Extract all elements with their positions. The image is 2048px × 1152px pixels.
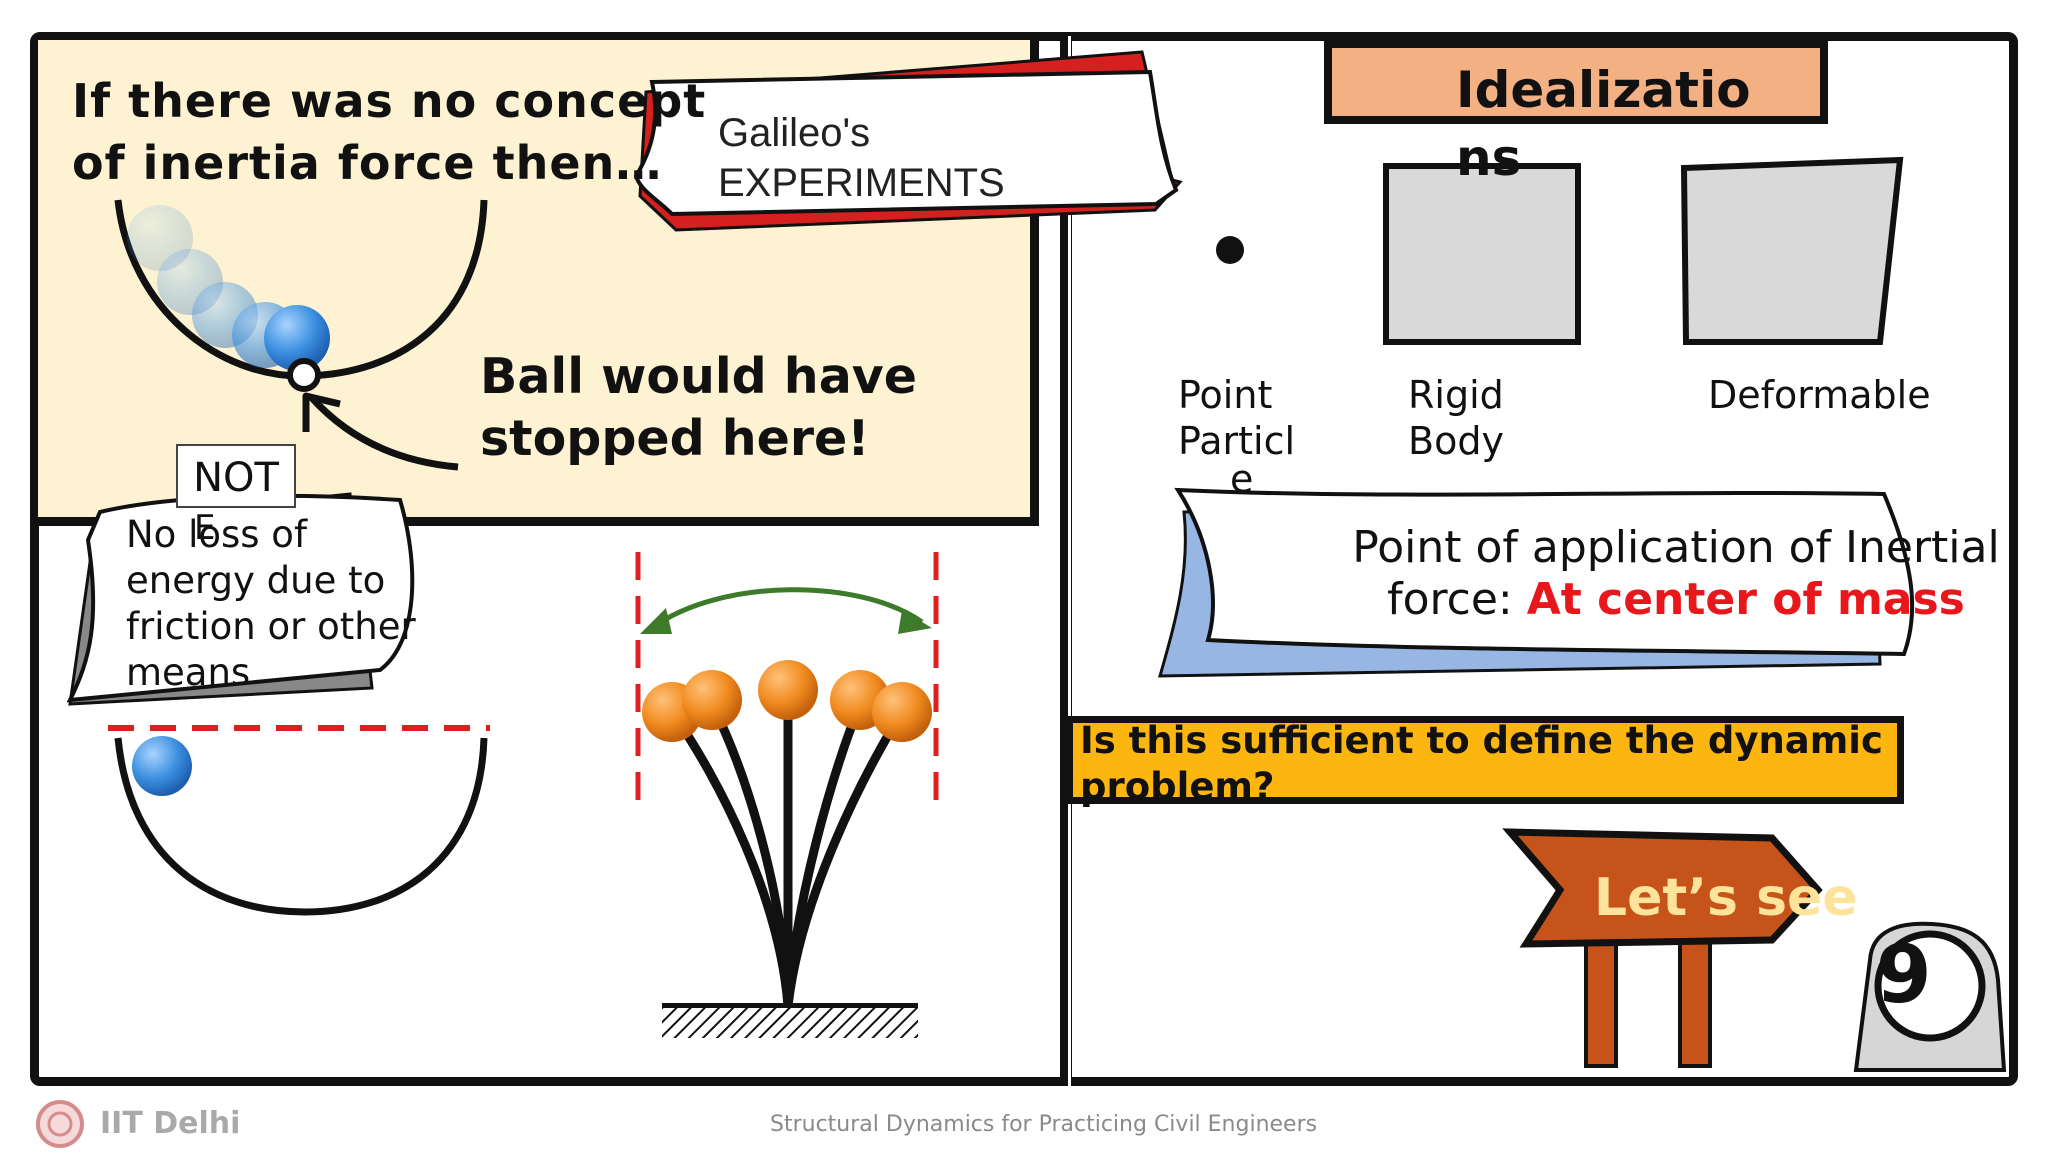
idealizations-title-box [1324, 40, 1828, 124]
pendulum-bob [872, 682, 932, 742]
idealizations-title: Idealizatio ns [1456, 56, 1751, 192]
rigid-body-label-line: Body [1408, 419, 1504, 463]
no-loss-note-line: means [126, 651, 251, 694]
pendulum-stems [667, 689, 907, 1011]
banner-scroll [633, 69, 1179, 217]
idealizations-title-line: Idealizatio [1456, 61, 1751, 119]
page-number: 9 [1876, 928, 1932, 1021]
callout-arrow [309, 395, 459, 471]
blue-ball [132, 736, 192, 796]
inertial-point-prefix: force: [1387, 574, 1527, 625]
institute-name: IIT Delhi [100, 1106, 241, 1141]
deformable-label-line: Deformable [1708, 373, 1931, 417]
rigid-body-square [1383, 163, 1581, 345]
course-title: Structural Dynamics for Practicing Civil… [770, 1112, 1318, 1137]
question-bar [1066, 716, 1904, 804]
callout-arrowhead [302, 392, 341, 432]
sufficiency-question-line: problem? [1080, 765, 1275, 808]
rigid-body-label-line: Rigid [1408, 373, 1504, 417]
inertia-heading-line: If there was no concept [72, 74, 707, 128]
point-particle-label-line: Point [1178, 373, 1273, 417]
swing-arrow [650, 587, 924, 631]
point-particle-dot [1216, 236, 1244, 264]
not-tag-overflow: E [194, 508, 216, 548]
inertia-heading-line: of inertia force then… [72, 136, 663, 190]
rigid-body-label: Rigid Body [1408, 372, 1504, 464]
not-tag-label: NOT [193, 455, 279, 501]
deformable-label: Deformable [1708, 372, 1931, 418]
panel-divider-gap [1068, 36, 1071, 1086]
pendulum-bob [682, 670, 742, 730]
galileo-banner-line: EXPERIMENTS [718, 161, 1005, 205]
galileo-banner-line: Galileo's [718, 111, 871, 155]
ground-hatch [662, 1008, 918, 1038]
no-loss-note: No loss of energy due to friction or oth… [126, 512, 416, 696]
sufficiency-question-line: Is this sufficient to define the dynamic [1080, 719, 1883, 762]
point-particle-label-line: e [1230, 457, 1254, 501]
pendulum-bob [758, 660, 818, 720]
no-loss-note-line: No loss of [126, 513, 307, 556]
sufficiency-question: Is this sufficient to define the dynamic… [1080, 718, 1883, 810]
rest-point [287, 358, 321, 392]
swing-arrowhead-right [898, 610, 932, 634]
iit-logo [36, 1100, 84, 1148]
inertia-heading: If there was no concept of inertia force… [72, 70, 706, 194]
center-of-mass-highlight: At center of mass [1526, 574, 1965, 625]
page-number-ring [1874, 930, 1986, 1042]
swing-arrowhead-left [640, 608, 672, 634]
lets-see-sign-label: Let’s see [1594, 868, 1858, 928]
lower-bowl [114, 737, 488, 916]
iit-logo-inner [47, 1111, 73, 1137]
galileo-banner-text: Galileo's EXPERIMENTS [718, 108, 1005, 208]
no-loss-note-line: energy due to [126, 559, 386, 602]
no-loss-note-line: friction or other [126, 605, 416, 648]
point-particle-label: Point Particl e [1178, 372, 1296, 501]
inertial-point-note: Point of application of Inertial force: … [1246, 522, 2048, 626]
inertial-point-note-line: force: At center of mass [1246, 574, 2048, 626]
stopped-callout-line: Ball would have [480, 348, 917, 405]
blue-ball [264, 305, 330, 371]
inertial-point-note-line: Point of application of Inertial [1352, 522, 2000, 573]
stopped-callout: Ball would have stopped here! [480, 346, 917, 470]
sign-board [1502, 828, 1823, 948]
inertial-banner [1174, 487, 1915, 657]
deformable-shape [1680, 156, 1904, 345]
stopped-callout-line: stopped here! [480, 410, 870, 467]
idealizations-title-line: ns [1456, 129, 1522, 187]
point-particle-label-line: Particl [1178, 419, 1296, 463]
not-tag: NOT [176, 444, 296, 508]
